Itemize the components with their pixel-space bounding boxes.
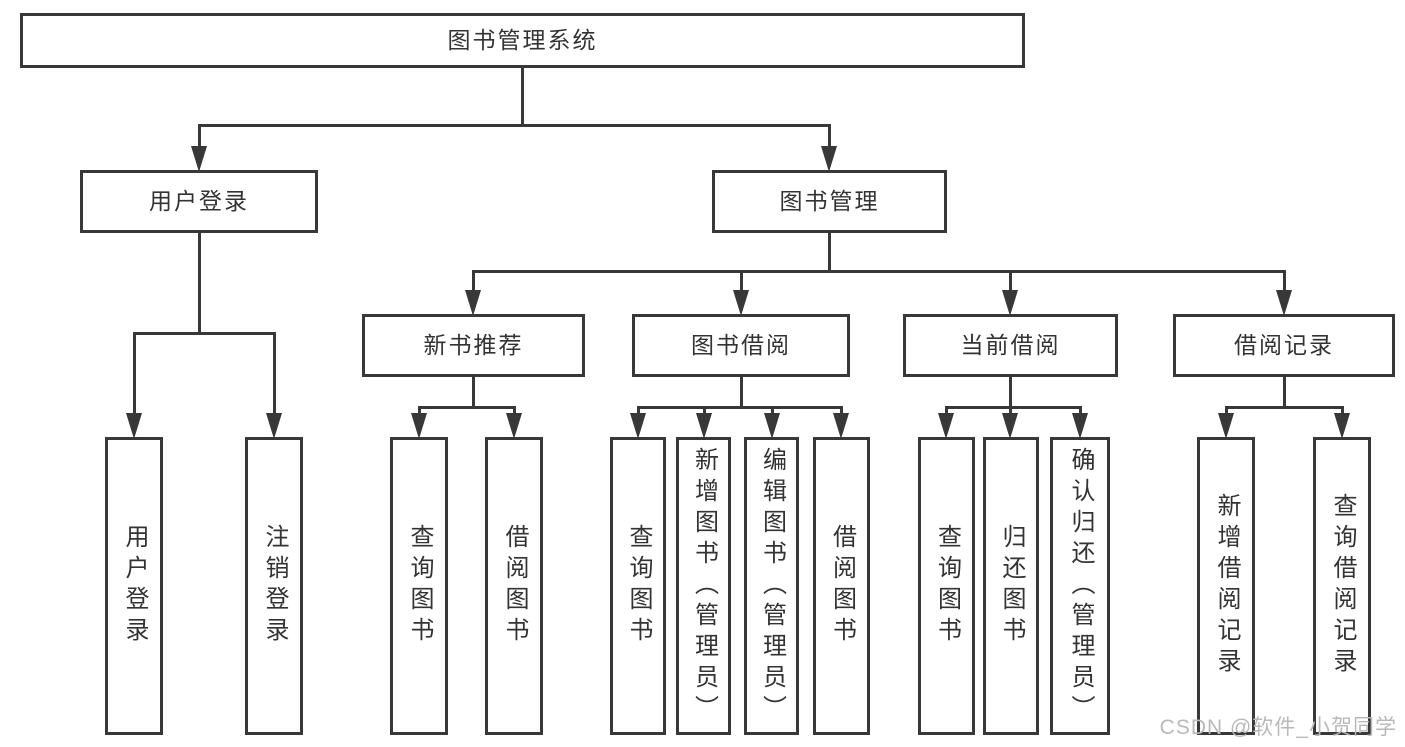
arrow-down-icon	[1218, 413, 1234, 439]
node-label: 查询借阅记录	[1329, 493, 1356, 679]
connector-drop	[132, 333, 136, 413]
node-label: 图书管理系统	[447, 27, 598, 53]
node-leaf-borrow-books-bor: 借阅图书	[813, 437, 870, 735]
node-book-borrowing: 图书借阅	[632, 314, 850, 377]
arrow-down-icon	[1002, 290, 1018, 316]
connector-drop	[471, 271, 475, 290]
node-leaf-query-books-cur: 查询图书	[918, 437, 975, 735]
connector-drop	[1282, 271, 1286, 290]
connector-drop	[197, 125, 201, 146]
arrow-down-icon	[506, 413, 522, 439]
node-leaf-add-book-admin: 新增图书（管理员）	[676, 437, 731, 735]
watermark: CSDN @软件_小贺同学	[1159, 716, 1397, 739]
node-leaf-return-book: 归还图书	[983, 437, 1039, 735]
arrow-down-icon	[833, 413, 849, 439]
node-label: 查询图书	[933, 524, 961, 648]
arrow-down-icon	[191, 146, 207, 172]
arrow-down-icon	[1334, 413, 1350, 439]
arrow-down-icon	[696, 413, 712, 439]
node-label: 当前借阅	[960, 332, 1061, 358]
node-leaf-confirm-return: 确认归还（管理员）	[1050, 437, 1110, 735]
connector-stem	[1008, 377, 1012, 409]
connector-rail	[132, 331, 276, 335]
node-label: 用户登录	[121, 524, 148, 648]
arrow-down-icon	[630, 413, 646, 439]
node-user-login: 用户登录	[80, 170, 318, 233]
node-label: 查询图书	[625, 524, 652, 648]
connector-drop	[1008, 407, 1012, 413]
connector-drop	[944, 407, 948, 413]
node-leaf-query-books-rec: 查询图书	[390, 437, 448, 735]
node-system-root: 图书管理系统	[20, 13, 1025, 68]
connector-rail	[636, 405, 843, 409]
connector-stem	[827, 233, 831, 273]
connector-rail	[197, 123, 831, 127]
node-label: 借阅图书	[828, 524, 856, 648]
connector-drop	[636, 407, 640, 413]
arrow-down-icon	[938, 413, 954, 439]
connector-rail	[1224, 405, 1344, 409]
node-leaf-add-borrow-record: 新增借阅记录	[1197, 437, 1255, 735]
node-book-management: 图书管理	[712, 170, 947, 233]
connector-drop	[1008, 271, 1012, 290]
node-label: 归还图书	[998, 524, 1025, 648]
connector-rail	[417, 405, 516, 409]
node-label: 编辑图书（管理员）	[758, 446, 786, 726]
node-leaf-user-login: 用户登录	[105, 437, 163, 735]
node-label: 图书管理	[779, 188, 880, 214]
connector-drop	[272, 333, 276, 413]
connector-stem	[471, 377, 475, 409]
connector-drop	[827, 125, 831, 146]
node-label: 新增借阅记录	[1213, 493, 1240, 679]
arrow-down-icon	[821, 146, 837, 172]
node-label: 新增图书（管理员）	[690, 446, 718, 726]
connector-rail	[944, 405, 1082, 409]
node-leaf-logout: 注销登录	[245, 437, 303, 735]
node-current-borrowing: 当前借阅	[903, 314, 1118, 377]
connector-stem	[1282, 377, 1286, 409]
node-label: 借阅记录	[1234, 332, 1334, 358]
arrow-down-icon	[126, 413, 142, 439]
arrow-down-icon	[764, 413, 780, 439]
connector-stem	[520, 68, 524, 127]
connector-drop	[1078, 407, 1082, 413]
connector-drop	[1340, 407, 1344, 413]
connector-drop	[702, 407, 706, 413]
node-label: 注销登录	[261, 524, 288, 648]
connector-drop	[770, 407, 774, 413]
node-leaf-borrow-books-rec: 借阅图书	[485, 437, 543, 735]
arrow-down-icon	[733, 290, 749, 316]
arrow-down-icon	[465, 290, 481, 316]
connector-stem	[739, 377, 743, 409]
connector-drop	[839, 407, 843, 413]
node-label: 图书借阅	[691, 332, 791, 358]
node-borrowing-records: 借阅记录	[1173, 314, 1395, 377]
node-label: 用户登录	[149, 188, 249, 214]
node-label: 确认归还（管理员）	[1067, 446, 1094, 726]
node-new-book-recommend: 新书推荐	[362, 314, 585, 377]
arrow-down-icon	[1002, 413, 1018, 439]
connector-drop	[739, 271, 743, 290]
connector-stem	[197, 233, 201, 335]
connector-drop	[512, 407, 516, 413]
connector-drop	[417, 407, 421, 413]
arrow-down-icon	[1072, 413, 1088, 439]
node-leaf-query-books-bor: 查询图书	[610, 437, 666, 735]
arrow-down-icon	[411, 413, 427, 439]
node-label: 新书推荐	[423, 332, 524, 358]
connector-drop	[1224, 407, 1228, 413]
arrow-down-icon	[266, 413, 282, 439]
node-label: 借阅图书	[501, 524, 528, 648]
node-leaf-query-borrow-record: 查询借阅记录	[1313, 437, 1371, 735]
node-leaf-edit-book-admin: 编辑图书（管理员）	[744, 437, 799, 735]
node-label: 查询图书	[406, 524, 433, 648]
connector-rail	[471, 269, 1286, 273]
arrow-down-icon	[1276, 290, 1292, 316]
